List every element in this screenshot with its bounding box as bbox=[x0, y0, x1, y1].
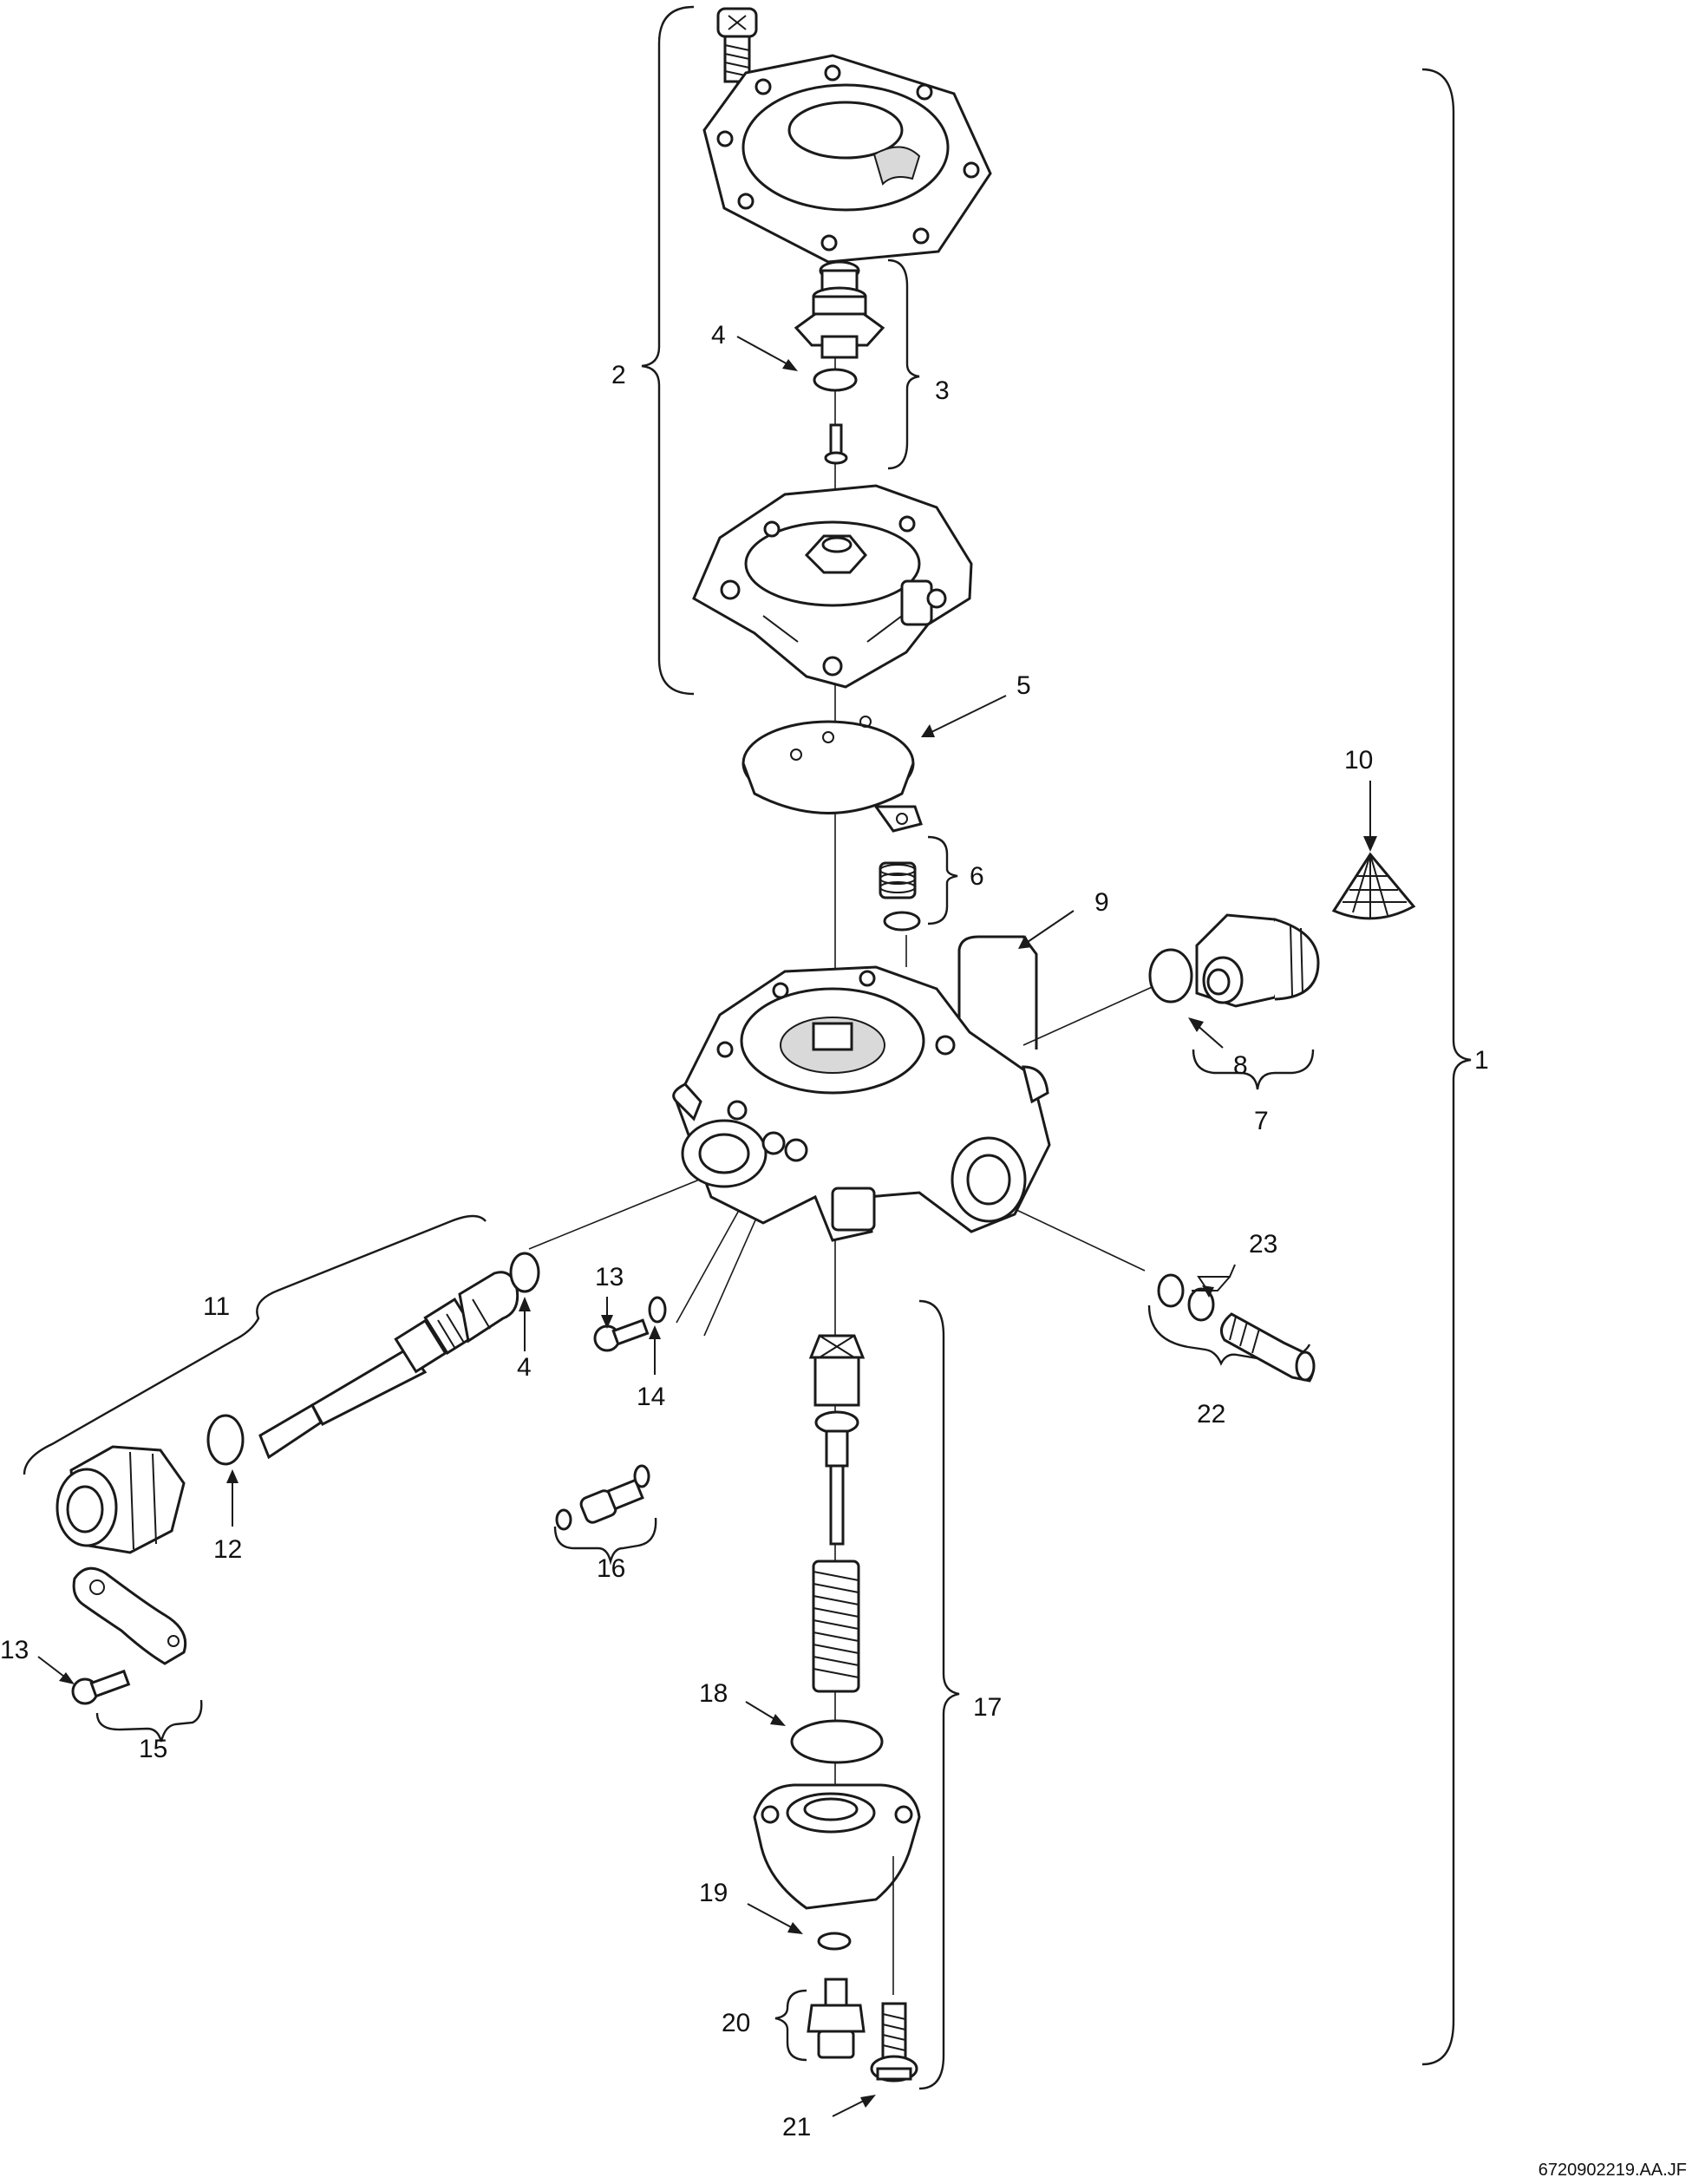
o-ring-4-left bbox=[509, 1252, 540, 1293]
left-nut-fitting-part bbox=[56, 1445, 186, 1554]
clip-15-part bbox=[72, 1566, 187, 1665]
spring-6-part bbox=[879, 861, 921, 967]
top-cover-part bbox=[702, 54, 992, 264]
callout-10: 10 bbox=[1344, 746, 1373, 775]
axis-right-inlet bbox=[1022, 984, 1159, 1046]
callout-6: 6 bbox=[970, 862, 984, 891]
brace-assembly-1 bbox=[1421, 68, 1472, 2066]
diaphragm-18 bbox=[790, 1719, 884, 1764]
brace-assembly-7 bbox=[1192, 1049, 1315, 1090]
callout-15: 15 bbox=[139, 1735, 167, 1763]
callout-17: 17 bbox=[973, 1693, 1002, 1722]
lower-cover-part bbox=[753, 1783, 921, 1995]
callout-5: 5 bbox=[1016, 671, 1031, 700]
callout-16: 16 bbox=[597, 1554, 625, 1583]
lower-spring-part bbox=[812, 1560, 860, 1693]
brace-assembly-11 bbox=[23, 1214, 487, 1475]
callout-11: 11 bbox=[203, 1292, 230, 1321]
screw-13-lower-part bbox=[71, 1669, 131, 1705]
brace-assembly-20 bbox=[774, 1989, 807, 2062]
o-ring-12 bbox=[206, 1414, 245, 1466]
callout-13-upper: 13 bbox=[595, 1263, 624, 1291]
callout-7: 7 bbox=[1254, 1107, 1269, 1135]
o-ring-23b bbox=[1187, 1287, 1215, 1322]
diaphragm-part bbox=[741, 716, 923, 833]
left-valve-stem-part bbox=[258, 1271, 519, 1460]
pin-part bbox=[824, 423, 848, 465]
callout-2: 2 bbox=[611, 361, 626, 389]
circlip-14 bbox=[648, 1296, 667, 1324]
inlet-fitting-part bbox=[1195, 913, 1320, 1008]
callout-4-left: 4 bbox=[517, 1353, 532, 1382]
callout-23: 23 bbox=[1249, 1230, 1277, 1259]
reference-code: 6720902219.AA.JF bbox=[1538, 2161, 1687, 2180]
brace-assembly-17 bbox=[918, 1299, 960, 2090]
o-ring-19 bbox=[817, 1932, 852, 1951]
callout-3: 3 bbox=[935, 376, 950, 405]
screw-13-upper-part bbox=[593, 1318, 650, 1352]
o-ring-8 bbox=[1148, 948, 1193, 1004]
callout-9: 9 bbox=[1094, 888, 1109, 917]
callout-22: 22 bbox=[1197, 1400, 1225, 1429]
callout-12: 12 bbox=[213, 1535, 242, 1564]
callout-18: 18 bbox=[699, 1679, 728, 1708]
o-ring-4-top bbox=[813, 368, 858, 392]
brace-assembly-15 bbox=[95, 1699, 203, 1743]
callout-8: 8 bbox=[1233, 1051, 1248, 1080]
callout-1: 1 bbox=[1474, 1046, 1489, 1075]
screw-21-part bbox=[870, 2002, 918, 2083]
o-ring-23a bbox=[1157, 1273, 1185, 1308]
main-body-part bbox=[672, 965, 1051, 1242]
callout-14: 14 bbox=[637, 1383, 665, 1411]
leader-lines bbox=[37, 336, 1377, 2117]
brace-assembly-6 bbox=[927, 835, 958, 925]
callout-13-lower: 13 bbox=[0, 1636, 29, 1664]
screw-top-part bbox=[716, 7, 758, 147]
nozzle-20-part bbox=[807, 1978, 866, 2059]
brace-assembly-2 bbox=[641, 5, 695, 696]
valve-insert-part bbox=[794, 260, 885, 359]
callout-4-top: 4 bbox=[711, 321, 726, 350]
callout-20: 20 bbox=[722, 2009, 750, 2037]
outlet-nipple-22-part bbox=[1219, 1312, 1316, 1383]
brace-assembly-3 bbox=[887, 258, 920, 470]
adjusting-screw-16-part bbox=[555, 1464, 650, 1531]
callout-19: 19 bbox=[699, 1879, 728, 1907]
upper-housing-part bbox=[692, 484, 973, 689]
brace-assembly-16 bbox=[553, 1517, 657, 1566]
strainer-part bbox=[1331, 852, 1416, 920]
callout-21: 21 bbox=[782, 2113, 811, 2141]
lower-stem-part bbox=[808, 1334, 866, 1546]
